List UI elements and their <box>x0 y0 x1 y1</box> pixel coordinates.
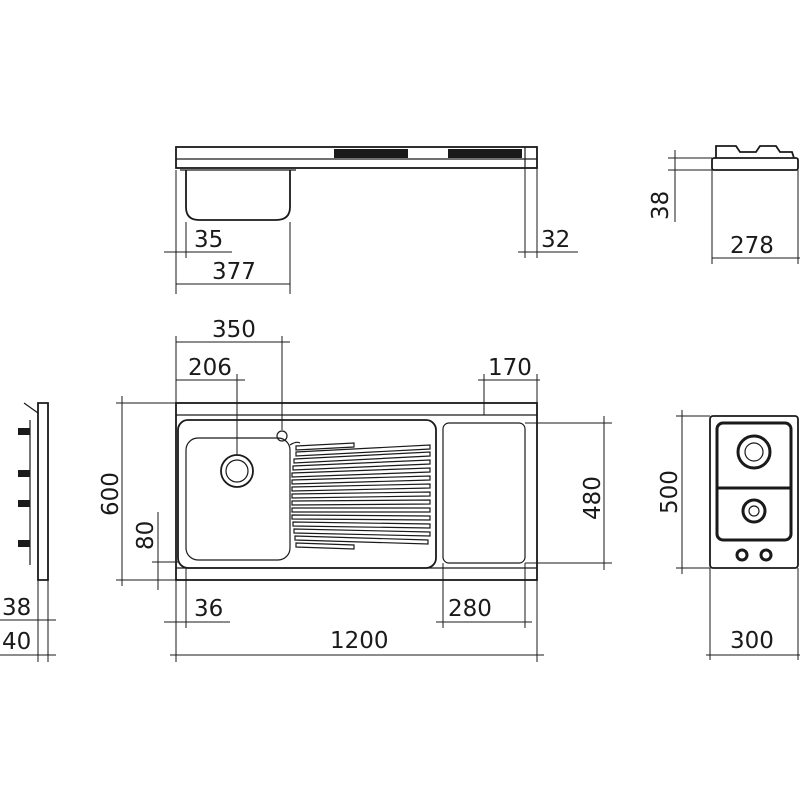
dim-label-206: 206 <box>188 355 232 381</box>
drainer-rib <box>295 542 355 550</box>
profile-lip <box>23 402 39 414</box>
dim-label-350: 350 <box>212 317 256 343</box>
drainer-edge-top <box>289 441 301 446</box>
dim-label-600: 600 <box>98 472 124 516</box>
drainer-rib <box>292 459 431 471</box>
hob-plan-view: 500 300 <box>657 410 800 660</box>
grate-foot <box>18 540 30 547</box>
worktop-outline <box>175 402 538 581</box>
dim-label-38-left: 38 <box>2 595 31 621</box>
grate-foot <box>18 470 30 477</box>
drainer-rib <box>294 535 429 545</box>
grate-foot <box>18 428 30 435</box>
end-profile-view: 38 40 <box>0 402 56 662</box>
burner-small-outer <box>741 498 767 524</box>
hob-grate-profile <box>715 145 795 159</box>
dim-label-40: 40 <box>2 629 31 655</box>
dim-label-38-top: 38 <box>648 191 674 220</box>
drainer-rib <box>291 491 431 499</box>
drain-inner <box>225 459 249 483</box>
burner-bar-right <box>448 149 522 158</box>
drainer-rib <box>291 514 431 521</box>
hob-grate <box>715 421 793 542</box>
drainer-rib <box>291 475 431 485</box>
drainer-rib <box>295 444 431 457</box>
hob-body <box>711 157 799 171</box>
drainer-rib <box>291 483 431 492</box>
drainer-ribs <box>291 442 431 550</box>
dim-label-377: 377 <box>212 259 256 285</box>
dim-label-32: 32 <box>541 227 570 253</box>
hob-side-view: 38 278 <box>648 145 800 264</box>
dim-label-1200: 1200 <box>330 628 389 654</box>
worktop-slab <box>175 146 538 169</box>
drainer-rib <box>291 467 431 478</box>
drainer-rib <box>293 451 431 464</box>
hob-cutout <box>442 422 526 564</box>
tap-hole <box>276 430 288 442</box>
burner-large-inner <box>744 442 764 462</box>
dim-label-500: 500 <box>657 470 683 514</box>
side-elevation-view: 35 377 32 <box>164 146 578 294</box>
drainer-rib <box>291 499 431 506</box>
dim-label-280: 280 <box>448 596 492 622</box>
dim-label-300: 300 <box>730 628 774 654</box>
sink-plan-view: 350 206 170 600 80 36 280 480 <box>98 317 612 662</box>
control-knob-left-icon <box>735 548 749 562</box>
dim-label-170: 170 <box>488 355 532 381</box>
dim-label-36: 36 <box>194 596 223 622</box>
dim-label-35: 35 <box>194 227 223 253</box>
burner-small-inner <box>748 505 760 517</box>
hob-outline <box>709 415 799 569</box>
sink-bowl <box>185 437 291 561</box>
dim-label-80: 80 <box>133 521 159 550</box>
drainer-rib <box>295 442 355 451</box>
control-knob-right-icon <box>759 548 773 562</box>
drainer-rib <box>293 528 431 537</box>
burner-large-outer <box>736 434 772 470</box>
dim-label-278: 278 <box>730 233 774 259</box>
sink-bowl-profile <box>185 170 291 221</box>
profile-edge <box>37 402 49 581</box>
drainer-rib <box>292 521 431 529</box>
burner-bar-left <box>334 149 408 158</box>
grate-foot <box>18 500 30 507</box>
dim-label-480: 480 <box>580 476 606 520</box>
sink-drainer-outline <box>177 419 437 569</box>
drainer-rib <box>291 507 431 513</box>
